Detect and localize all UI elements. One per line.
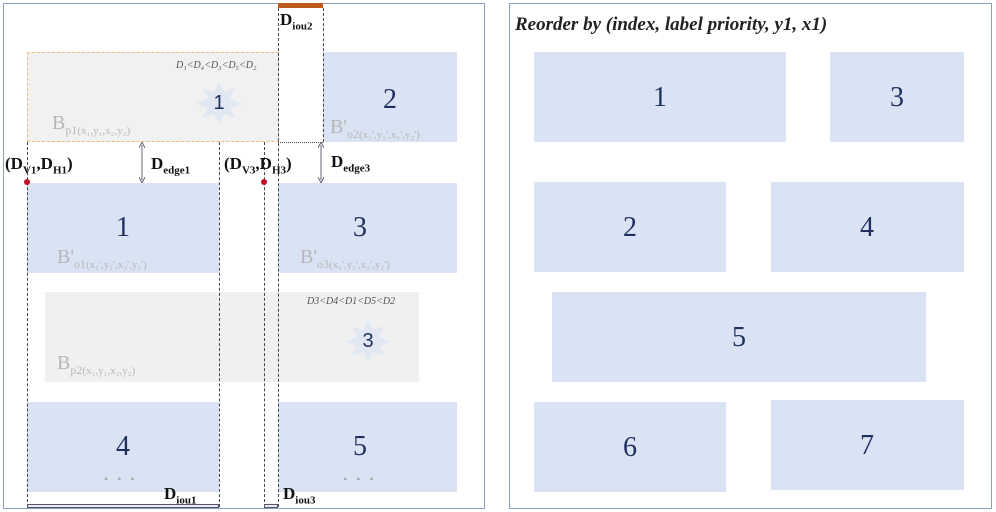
pred-box-1-label: Bp1(x₁,y₁,x₂,y₂): [52, 112, 130, 138]
reordered-box-7-number: 7: [860, 430, 874, 461]
label-sub: V3: [241, 164, 256, 177]
pred-box-2-label: Bp2(x₁,y₁,x₂,y₂): [57, 352, 135, 378]
label-sub: iou3: [295, 494, 316, 507]
orig-box-1-label: B'o1(x₁',y₁',x₂',y₂'): [57, 246, 147, 272]
label-main: B': [330, 116, 347, 138]
guide-line: [264, 142, 265, 507]
label-main: D: [331, 152, 344, 171]
reordered-box-5-number: 5: [732, 322, 746, 353]
burst-1-icon: [196, 82, 242, 124]
dedge3-label: Dedge3: [331, 152, 370, 174]
orig-box-3-label: B'o3(x₁',y₁',x₂',y₂'): [300, 246, 390, 272]
label-sub: o3: [316, 257, 329, 271]
label-sub: o1: [73, 257, 86, 271]
orig-box-1: [27, 183, 219, 273]
label-sub: p1: [65, 123, 78, 137]
diou1-label: Diou1: [164, 484, 196, 506]
diou2-label: Diou2: [280, 10, 312, 32]
label-args: (x₁,y₁,x₂,y₂): [82, 365, 136, 377]
label-mid: ,D: [36, 154, 53, 173]
guide-line: [323, 8, 324, 142]
guide-line: [278, 8, 279, 507]
guide-line: [27, 142, 28, 507]
reordered-box-3-number: 3: [890, 82, 904, 113]
pred-box-1-order: D₁<D₄<D₃<D₅<D₂: [176, 60, 257, 71]
label-main: B: [57, 352, 71, 374]
orig-box-2-label: B'o2(x₁',y₁',x₂',y₂'): [330, 116, 420, 142]
reordered-box-2-number: 2: [623, 212, 637, 243]
reordered-box-1-number: 1: [653, 82, 667, 113]
pred-box-2-order: D3<D4<D1<D5<D2: [307, 296, 396, 307]
reordered-box-3: [830, 52, 964, 142]
orig-box-4: [27, 402, 219, 492]
label-sub: V1: [22, 164, 37, 177]
label-main: B': [300, 246, 317, 268]
guide-line: [219, 142, 220, 507]
label-sub: edge3: [343, 162, 371, 175]
iou3-bar: [264, 504, 278, 508]
label-sub: p2: [70, 363, 83, 377]
dvh1-label: (DV1,DH1): [5, 154, 73, 176]
label-main: D: [151, 154, 164, 173]
pred-box-1-number: 1: [213, 92, 225, 114]
label-sub: H3: [271, 164, 286, 177]
label-main: D: [164, 484, 177, 503]
orig-box-2: [323, 52, 457, 142]
pred-box-1: [27, 52, 279, 142]
reorder-title: Reorder by (index, label priority, y1, x…: [515, 14, 828, 35]
pred-box-2-number: 3: [362, 330, 374, 352]
reordered-box-6-number: 6: [623, 432, 637, 463]
label-end: ): [67, 154, 73, 173]
ellipsis-2: • • •: [343, 472, 377, 486]
orig-box-5-number: 5: [353, 431, 367, 462]
reordered-box-6: [534, 402, 726, 492]
guide-line-h: [278, 142, 323, 143]
reordered-box-2: [534, 182, 726, 272]
label-sub: o2: [346, 127, 359, 141]
label-mid: ,D: [255, 154, 272, 173]
orig-box-3-number: 3: [353, 212, 367, 243]
label-args: (x₁',y₁',x₂',y₂'): [328, 259, 390, 271]
reordered-box-4: [771, 182, 964, 272]
label-sub: edge1: [163, 164, 191, 177]
iou2-bar: [278, 3, 323, 8]
label-args: (x₁',y₁',x₂',y₂'): [358, 129, 420, 141]
label-main: D: [280, 10, 293, 29]
label-sub: iou1: [176, 494, 197, 507]
label-args: (x₁,y₁,x₂,y₂): [77, 125, 131, 137]
reordered-box-5: [552, 292, 926, 382]
reordered-box-7: [771, 400, 964, 490]
dvh3-label: (DV3,DH3): [224, 154, 292, 176]
label-sub: iou2: [292, 20, 313, 33]
corner-dot-3: [261, 179, 267, 185]
label-main: D: [283, 484, 296, 503]
orig-box-3: [278, 183, 457, 273]
diou3-label: Diou3: [283, 484, 315, 506]
label-main: (D: [5, 154, 23, 173]
label-end: ): [286, 154, 292, 173]
label-main: B: [52, 112, 66, 134]
orig-box-4-number: 4: [116, 431, 130, 462]
orig-box-5: [278, 402, 457, 492]
reordered-box-4-number: 4: [860, 212, 874, 243]
label-main: (D: [224, 154, 242, 173]
reordered-box-1: [534, 52, 786, 142]
iou1-bar: [27, 504, 219, 508]
ellipsis-1: • • •: [104, 472, 138, 486]
burst-3-icon: [345, 320, 391, 362]
corner-dot-1: [24, 179, 30, 185]
label-main: B': [57, 246, 74, 268]
label-args: (x₁',y₁',x₂',y₂'): [85, 259, 147, 271]
label-sub: H1: [52, 164, 67, 177]
orig-box-1-number: 1: [116, 212, 130, 243]
orig-box-2-number: 2: [383, 84, 397, 115]
dedge1-label: Dedge1: [151, 154, 190, 176]
